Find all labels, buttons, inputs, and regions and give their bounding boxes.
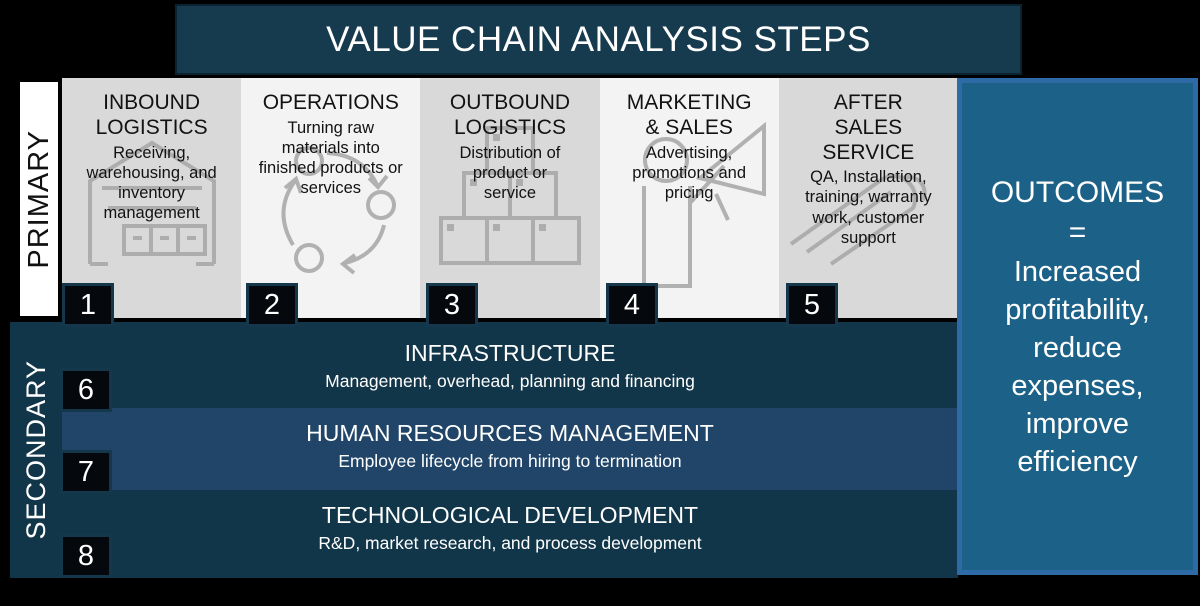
step-number-badge-4: 4	[606, 283, 658, 327]
secondary-sidebar: SECONDARY	[10, 322, 62, 578]
step-inbound-logistics: INBOUND LOGISTICS Receiving, warehousing…	[62, 78, 242, 318]
step-description: Turning raw materials into finished prod…	[258, 118, 403, 198]
step-number-badge-2: 2	[246, 283, 298, 327]
step-title: MARKETING & SALES	[626, 91, 752, 139]
outcomes-title: OUTCOMES	[990, 175, 1165, 209]
primary-activities: INBOUND LOGISTICS Receiving, warehousing…	[62, 78, 958, 318]
row-title: HUMAN RESOURCES MANAGEMENT	[306, 420, 714, 446]
step-marketing-sales: MARKETING & SALES Advertising, promotion…	[599, 78, 779, 318]
outcomes-description: Increased profitability, reduce expenses…	[1005, 255, 1150, 478]
secondary-label: SECONDARY	[20, 360, 51, 540]
step-title: INBOUND LOGISTICS	[95, 91, 208, 139]
step-number-badge-8: 8	[60, 534, 112, 578]
step-description: Distribution of product or service	[459, 143, 561, 202]
row-title: TECHNOLOGICAL DEVELOPMENT	[321, 502, 699, 528]
row-description: Employee lifecycle from hiring to termin…	[338, 450, 682, 471]
process-cycle-icon	[241, 133, 420, 293]
outcomes-panel: OUTCOMES = Increased profitability, redu…	[957, 78, 1198, 575]
step-number-badge-7: 7	[60, 450, 112, 494]
secondary-activities: SECONDARY INFRASTRUCTURE Management, ove…	[10, 322, 958, 578]
hr-row-background	[62, 408, 958, 490]
step-infrastructure: INFRASTRUCTURE Management, overhead, pla…	[62, 340, 958, 392]
step-outbound-logistics: OUTBOUND LOGISTICS Distribution of produ…	[420, 78, 600, 318]
step-number-badge-1: 1	[62, 283, 114, 327]
step-title: OUTBOUND LOGISTICS	[449, 91, 571, 139]
title-banner: VALUE CHAIN ANALYSIS STEPS	[175, 4, 1022, 75]
stacked-boxes-icon	[420, 118, 599, 278]
step-number-badge-6: 6	[60, 368, 112, 412]
primary-sidebar: PRIMARY	[18, 80, 60, 318]
page-title: VALUE CHAIN ANALYSIS STEPS	[326, 19, 871, 59]
step-number-badge-5: 5	[786, 283, 838, 327]
step-description: Advertising, promotions and pricing	[632, 143, 747, 202]
step-operations: OPERATIONS Turning raw materials into fi…	[241, 78, 421, 318]
primary-label: PRIMARY	[22, 129, 55, 269]
step-human-resources: HUMAN RESOURCES MANAGEMENT Employee life…	[62, 420, 958, 472]
step-after-sales-service: AFTER SALES SERVICE QA, Installation, tr…	[778, 78, 958, 318]
outcomes-equals: =	[1068, 215, 1087, 249]
row-title: INFRASTRUCTURE	[404, 340, 616, 366]
step-title: AFTER SALES SERVICE	[822, 91, 915, 164]
row-description: Management, overhead, planning and finan…	[325, 370, 695, 391]
warehouse-icon	[62, 126, 241, 271]
megaphone-person-icon	[600, 108, 779, 298]
step-technological-development: TECHNOLOGICAL DEVELOPMENT R&D, market re…	[62, 502, 958, 554]
step-description: Receiving, warehousing, and inventory ma…	[86, 143, 217, 222]
wrench-icon	[779, 148, 958, 268]
step-number-badge-3: 3	[426, 283, 478, 327]
row-description: R&D, market research, and process develo…	[318, 532, 702, 553]
step-title: OPERATIONS	[262, 91, 399, 114]
step-description: QA, Installation, training, warranty wor…	[805, 168, 932, 247]
